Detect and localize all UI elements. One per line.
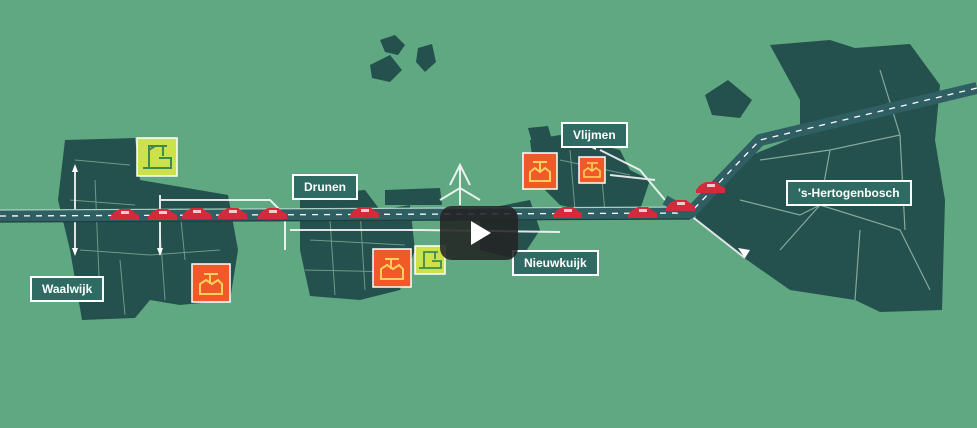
island-shape: [416, 44, 436, 72]
car-icon: [666, 200, 695, 211]
play-icon: [471, 221, 491, 245]
car-icon: [628, 207, 657, 218]
island-shape: [705, 80, 752, 118]
car-icon: [696, 182, 725, 193]
label-drunen: Drunen: [292, 174, 358, 200]
island-shape: [370, 55, 402, 82]
industry-icon: [372, 248, 412, 288]
island-shape: [380, 35, 405, 55]
town-streets: [69, 159, 221, 316]
car-icon: [110, 209, 139, 220]
industry-icon: [578, 156, 606, 184]
car-group: [110, 182, 725, 220]
label-vlijmen: Vlijmen: [561, 122, 628, 148]
label-s-hertogenbosch: 's-Hertogenbosch: [786, 180, 912, 206]
car-icon: [182, 208, 211, 219]
industry-icon: [191, 263, 231, 303]
industry-icon: [522, 152, 558, 190]
island-shape: [528, 126, 552, 142]
car-icon: [553, 207, 582, 218]
car-icon: [350, 207, 379, 218]
highway-markings: [0, 87, 977, 217]
car-icon: [218, 208, 247, 219]
factory-crane-icon: [136, 137, 178, 177]
car-icon: [148, 209, 177, 220]
label-nieuwkuijk: Nieuwkuijk: [512, 250, 599, 276]
label-waalwijk: Waalwijk: [30, 276, 105, 302]
car-icon: [258, 208, 287, 219]
play-button[interactable]: [440, 206, 518, 260]
town-drunen-north: [385, 188, 442, 205]
